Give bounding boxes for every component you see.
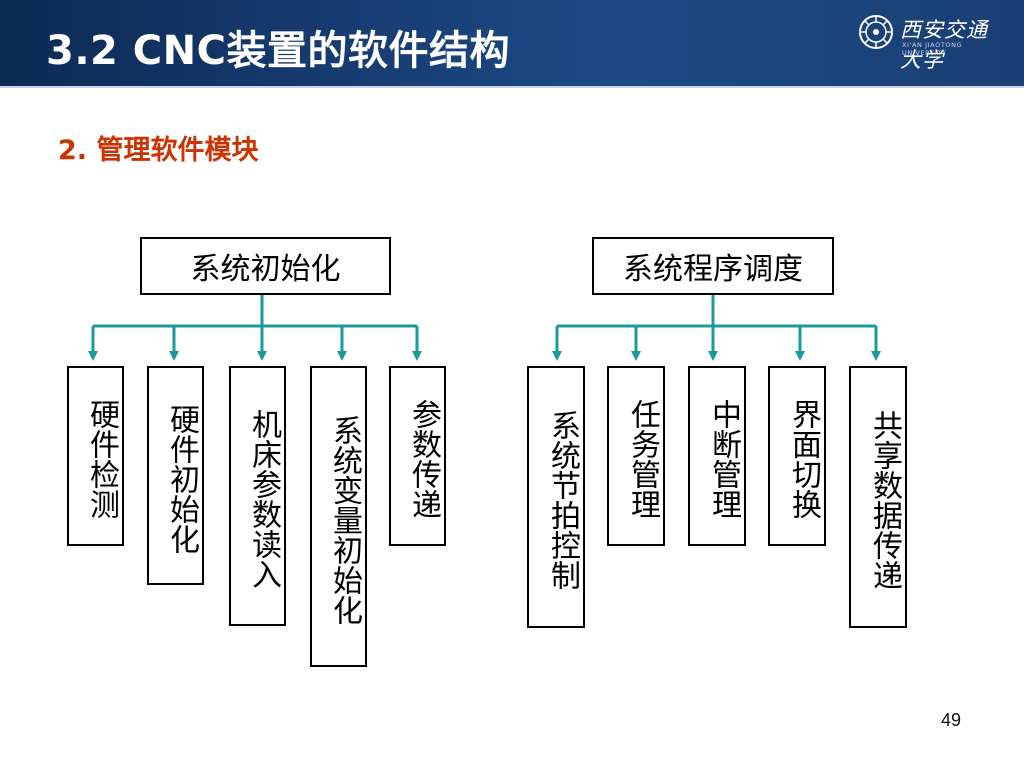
root-node-system-init: 系统初始化 (140, 237, 391, 295)
page-number: 49 (941, 710, 962, 730)
section-subtitle: 2. 管理软件模块 (58, 135, 259, 166)
node-hardware-init: 硬件初始化 (147, 366, 204, 585)
university-seal-icon (859, 15, 893, 49)
node-system-tick-control: 系统节拍控制 (527, 366, 585, 628)
node-machine-param-read: 机床参数读入 (229, 366, 286, 626)
header-bar (0, 0, 1024, 86)
logo-chinese-text: 西安交通大学 (900, 18, 988, 72)
logo-english-text: XI'AN JIAOTONG UNIVERSITY (902, 41, 963, 57)
node-shared-data-transfer: 共享数据传递 (849, 366, 907, 628)
root-node-program-scheduling: 系统程序调度 (592, 237, 834, 295)
header-divider (0, 86, 1024, 88)
node-param-transfer: 参数传递 (389, 366, 446, 546)
node-task-management: 任务管理 (607, 366, 665, 546)
university-logo: 西安交通大学 XI'AN JIAOTONG UNIVERSITY (858, 12, 1008, 72)
node-interrupt-management: 中断管理 (688, 366, 746, 546)
node-hardware-check: 硬件检测 (67, 366, 124, 546)
node-system-var-init: 系统变量初始化 (310, 366, 367, 667)
node-interface-switch: 界面切换 (768, 366, 826, 546)
slide-title: 3.2 CNC装置的软件结构 (46, 28, 510, 74)
